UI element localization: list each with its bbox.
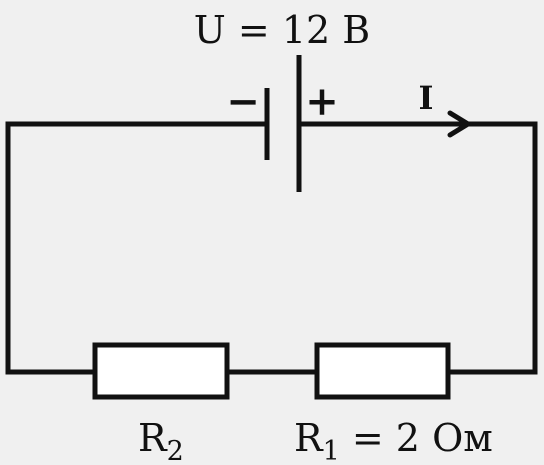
wires [5, 121, 538, 375]
resistor-r2-base: R [138, 416, 168, 460]
resistor-r1 [314, 342, 451, 400]
battery [264, 55, 302, 192]
resistor-r2-subscript: 2 [167, 436, 184, 465]
battery-minus-sign: − [226, 78, 260, 125]
current-label: I [419, 79, 434, 117]
resistor-r1-label: R1 = 2 Ом [294, 416, 493, 465]
resistor-r1-base: R [294, 416, 324, 460]
voltage-label: U = 12 В [194, 8, 370, 52]
resistor-r1-value: = 2 Ом [340, 416, 493, 460]
current-arrow-icon [447, 110, 473, 138]
resistor-r2-label: R2 [138, 416, 184, 465]
battery-plus-sign: + [305, 78, 339, 125]
resistor-r2 [92, 342, 230, 400]
resistor-r1-subscript: 1 [323, 436, 340, 465]
